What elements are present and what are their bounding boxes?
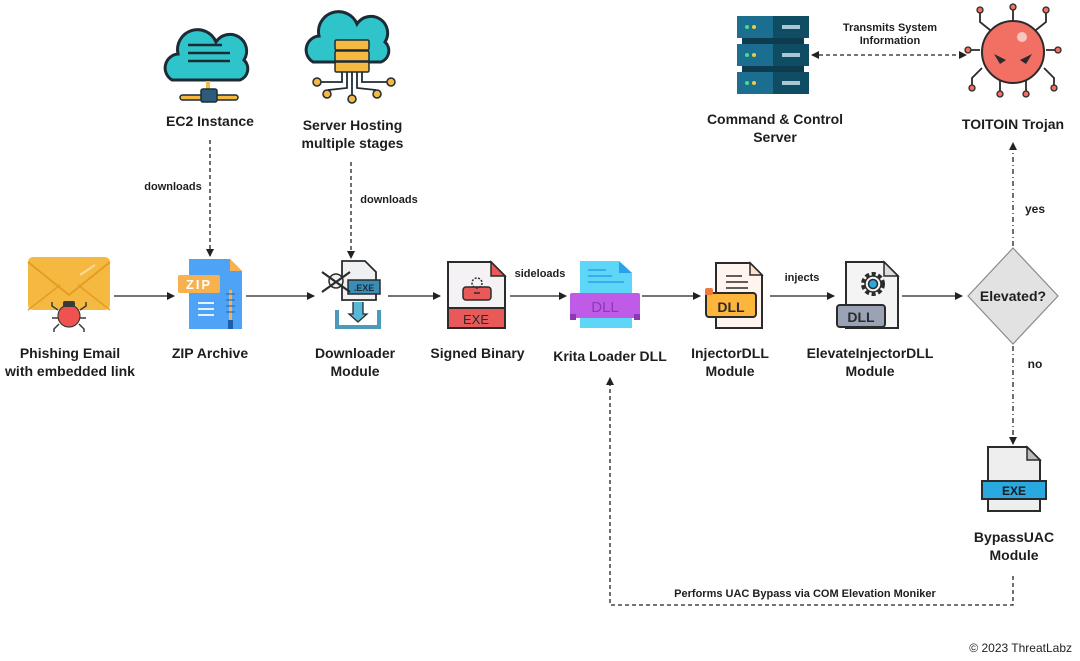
injector-dll-icon: [705, 261, 764, 329]
bypass-uac-icon: [981, 445, 1047, 512]
bug-icon: [51, 301, 87, 332]
ec2-instance-label: EC2 Instance: [166, 113, 254, 129]
edge-label-uac-bypass: Performs UAC Bypass via COM Elevation Mo…: [674, 588, 936, 600]
krita-loader-dll-icon: [570, 261, 640, 328]
krita-dll-text: DLL: [591, 299, 619, 316]
edge-bypass-to-krita: [606, 377, 1014, 606]
zip-archive-icon: [178, 259, 242, 329]
edge-label-downloads-ec2: downloads: [144, 181, 202, 193]
zip-icon-text: ZIP: [186, 277, 212, 292]
gear-icon: [861, 272, 885, 296]
zip-archive-label: ZIP Archive: [171, 345, 249, 361]
skull-crossbones-icon: [321, 271, 351, 293]
edge-label-downloads-server: downloads: [360, 194, 418, 206]
bypass-uac-label: BypassUAC Module: [973, 529, 1055, 563]
c2-server-icon: [737, 16, 809, 94]
krita-loader-dll-label: Krita Loader DLL: [553, 348, 667, 364]
edge-label-transmits: Transmits System Information: [842, 22, 938, 47]
signed-binary-icon: [447, 260, 507, 329]
elevated-decision-diamond: [967, 247, 1059, 345]
edge-label-injects: injects: [784, 272, 820, 284]
signed-binary-exe-text: EXE: [463, 312, 489, 327]
injector-dll-text: DLL: [717, 299, 745, 315]
elevate-injector-dll-icon: [836, 260, 900, 329]
phishing-email-icon: [27, 257, 111, 332]
bypass-exe-text: EXE: [1002, 484, 1026, 498]
phishing-email-label: Phishing Email with embedded link: [5, 345, 135, 379]
edge-label-no: no: [1027, 357, 1043, 371]
downloader-module-icon: [321, 260, 381, 329]
toitoin-trojan-label: TOITOIN Trojan: [961, 116, 1065, 132]
copyright-footer: © 2023 ThreatLabz: [969, 641, 1072, 655]
signed-binary-label: Signed Binary: [430, 345, 525, 361]
injector-dll-label: InjectorDLL Module: [691, 345, 769, 379]
elevate-injector-dll-label: ElevateInjectorDLL Module: [806, 345, 934, 379]
c2-server-label: Command & Control Server: [706, 111, 844, 145]
edge-label-yes: yes: [1024, 202, 1046, 216]
toitoin-trojan-virus-icon: [964, 3, 1062, 98]
downloader-exe-text: .EXE: [354, 283, 375, 293]
server-hosting-label: Server Hosting multiple stages: [301, 117, 404, 151]
elevate-dll-text: DLL: [847, 309, 875, 325]
edge-label-sideloads: sideloads: [514, 268, 566, 280]
elevated-decision-label: Elevated?: [979, 288, 1047, 304]
server-hosting-icon: [304, 10, 396, 104]
ec2-cloud-icon: [163, 28, 250, 103]
downloader-module-label: Downloader Module: [314, 345, 396, 379]
